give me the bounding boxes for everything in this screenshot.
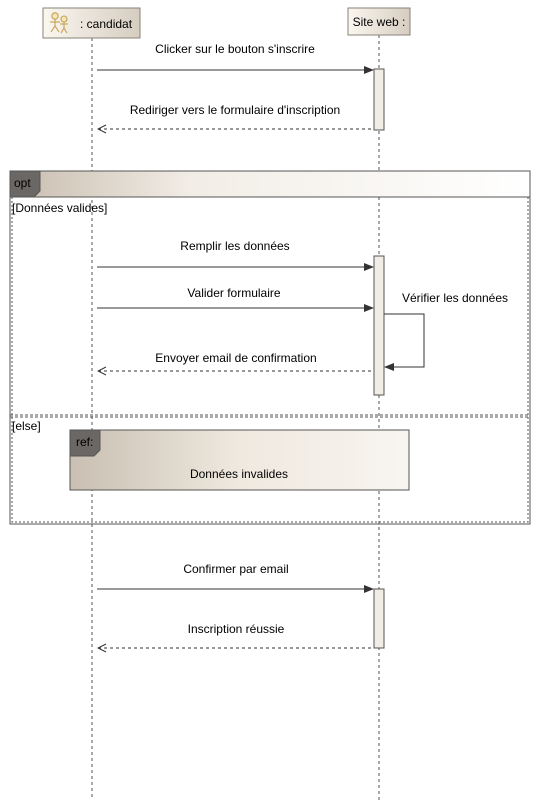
ref-tag: ref: — [76, 435, 93, 449]
message-envoyer[interactable]: Envoyer email de confirmation — [98, 351, 373, 371]
message-label: Remplir les données — [180, 239, 289, 253]
ref-tab — [69, 429, 101, 457]
message-label: Vérifier les données — [402, 291, 508, 305]
opt-fragment[interactable]: opt [Données valides] [else] — [9, 170, 531, 525]
guard-else: [else] — [12, 419, 41, 433]
candidat-lifeline-header[interactable]: : candidat — [42, 7, 141, 39]
message-clicker[interactable]: Clicker sur le bouton s'inscrire — [97, 42, 374, 74]
ref-label: Données invalides — [190, 467, 288, 481]
message-verifier-self[interactable]: Vérifier les données — [384, 291, 508, 371]
message-label: Rediriger vers le formulaire d'inscripti… — [130, 103, 340, 117]
activation-bar — [373, 588, 385, 649]
opt-operator-label: opt — [14, 176, 31, 190]
message-valider[interactable]: Valider formulaire — [97, 286, 374, 312]
message-label: Clicker sur le bouton s'inscrire — [155, 42, 315, 56]
guard-donnees-valides: [Données valides] — [12, 201, 107, 215]
activation-bar — [373, 68, 385, 131]
message-label: Inscription réussie — [188, 622, 285, 636]
ref-donnees-invalides[interactable]: ref: Données invalides — [69, 429, 410, 491]
message-inscription-reussie[interactable]: Inscription réussie — [98, 622, 373, 648]
site-lifeline-header[interactable]: Site web : — [347, 7, 411, 36]
message-label: Confirmer par email — [183, 562, 288, 576]
message-confirmer[interactable]: Confirmer par email — [97, 562, 374, 593]
message-label: Valider formulaire — [187, 286, 280, 300]
site-label: Site web : — [353, 15, 406, 29]
candidat-label: : candidat — [80, 17, 133, 31]
message-label: Envoyer email de confirmation — [155, 351, 316, 365]
actor-icon — [50, 12, 68, 34]
message-rediriger[interactable]: Rediriger vers le formulaire d'inscripti… — [98, 103, 373, 129]
message-remplir[interactable]: Remplir les données — [97, 239, 374, 271]
opt-operator-tab — [9, 170, 41, 198]
activation-bar — [373, 255, 385, 396]
